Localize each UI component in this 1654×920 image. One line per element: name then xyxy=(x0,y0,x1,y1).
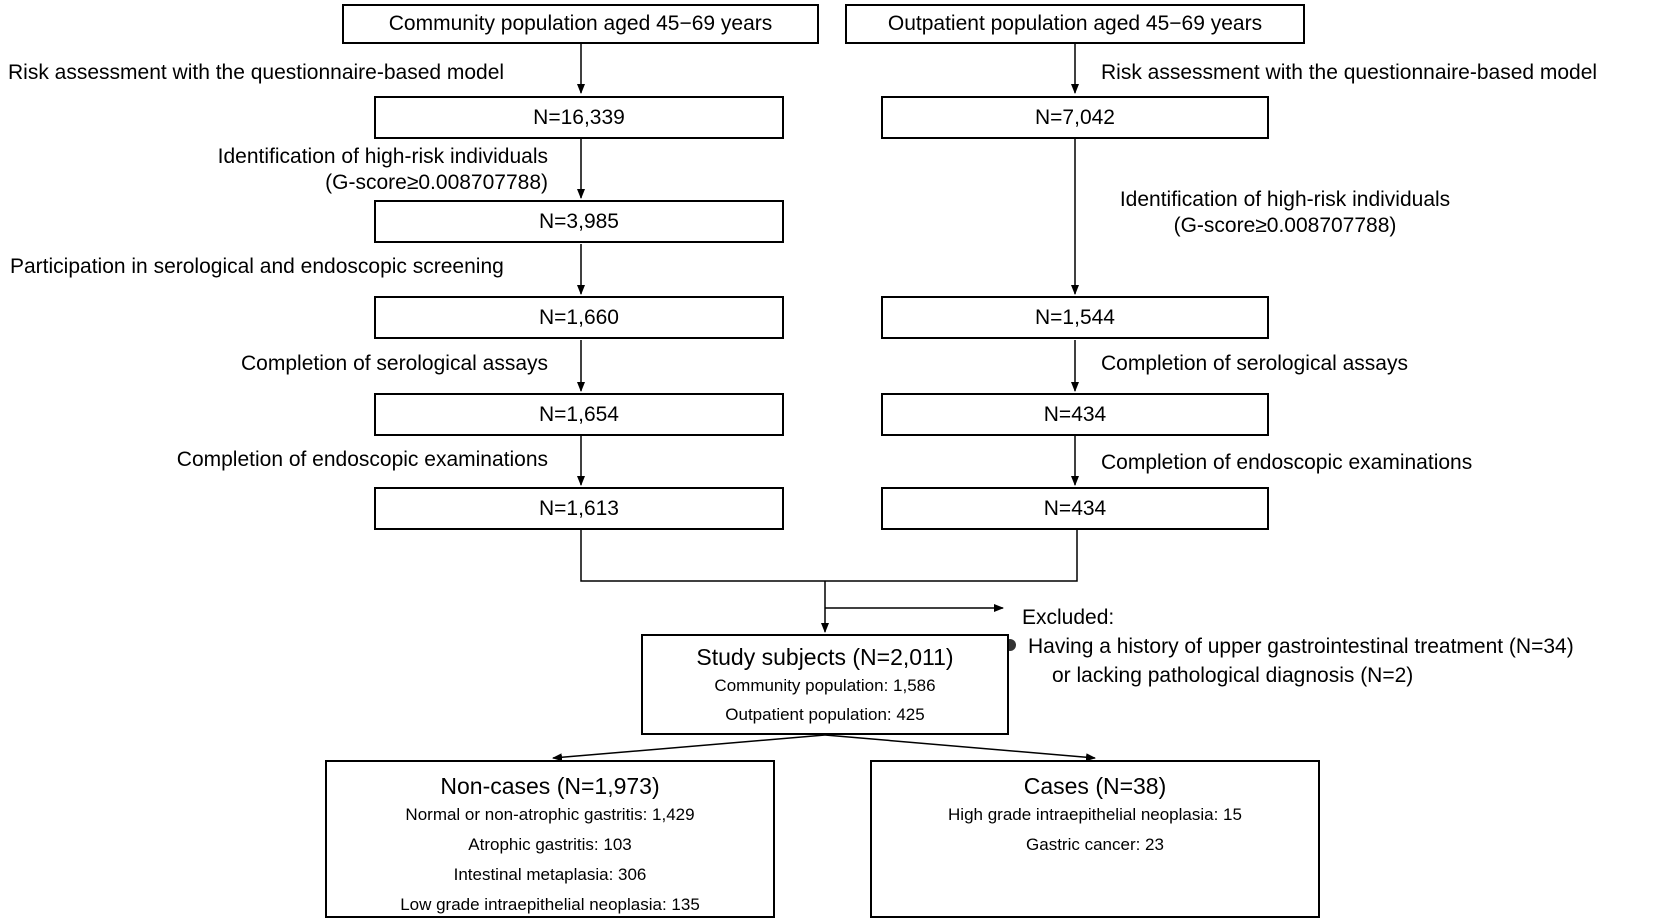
left-n5-value: N=1,613 xyxy=(539,496,619,520)
left-n4-box: N=1,654 xyxy=(374,393,784,436)
left-step3-label: Participation in serological and endosco… xyxy=(10,255,504,278)
study-subjects-box: Study subjects (N=2,011) Community popul… xyxy=(641,634,1009,735)
left-n1-box: N=16,339 xyxy=(374,96,784,139)
right-step2-line1: Identification of high-risk individuals xyxy=(1119,188,1451,211)
excluded-note: Excluded: Having a history of upper gast… xyxy=(1004,603,1574,690)
arrow-to-noncases xyxy=(552,734,826,762)
noncases-box: Non-cases (N=1,973) Normal or non-atroph… xyxy=(325,760,775,918)
excluded-title: Excluded: xyxy=(1022,606,1115,629)
study-community: Community population: 1,586 xyxy=(714,676,936,695)
excluded-line1-text: Having a history of upper gastrointestin… xyxy=(1028,635,1574,658)
right-n1-value: N=7,042 xyxy=(1035,105,1115,129)
right-n2-box: N=1,544 xyxy=(881,296,1269,339)
right-n1-box: N=7,042 xyxy=(881,96,1269,139)
arrow-to-cases xyxy=(824,734,1096,762)
right-step1-label: Risk assessment with the questionnaire-b… xyxy=(1101,61,1598,84)
left-n2-box: N=3,985 xyxy=(374,200,784,243)
study-title: Study subjects (N=2,011) xyxy=(696,644,954,670)
left-n5-box: N=1,613 xyxy=(374,487,784,530)
right-n3-box: N=434 xyxy=(881,393,1269,436)
noncases-item: Intestinal metaplasia: 306 xyxy=(453,865,647,884)
study-outpatient: Outpatient population: 425 xyxy=(725,705,925,724)
cases-item: High grade intraepithelial neoplasia: 15 xyxy=(948,805,1242,824)
right-n2-value: N=1,544 xyxy=(1035,305,1115,329)
cases-item: Gastric cancer: 23 xyxy=(1026,835,1164,854)
noncases-item: Low grade intraepithelial neoplasia: 135 xyxy=(400,895,700,914)
left-n4-value: N=1,654 xyxy=(539,402,619,426)
community-title-box: Community population aged 45−69 years xyxy=(342,4,819,44)
right-step3-label: Completion of serological assays xyxy=(1101,352,1408,375)
left-step2-line2: (G-score≥0.008707788) xyxy=(325,171,548,194)
merge-line xyxy=(580,528,1078,582)
noncases-item: Normal or non-atrophic gastritis: 1,429 xyxy=(405,805,695,824)
left-n3-value: N=1,660 xyxy=(539,305,619,329)
community-title: Community population aged 45−69 years xyxy=(388,12,773,35)
left-n1-value: N=16,339 xyxy=(533,105,625,129)
left-step1-label: Risk assessment with the questionnaire-b… xyxy=(8,61,505,84)
left-step5-label: Completion of endoscopic examinations xyxy=(176,448,548,471)
left-n2-value: N=3,985 xyxy=(539,209,619,233)
excluded-line2: or lacking pathological diagnosis (N=2) xyxy=(1052,664,1414,687)
right-step4-label: Completion of endoscopic examinations xyxy=(1101,451,1473,474)
left-step4-label: Completion of serological assays xyxy=(241,352,548,375)
noncases-title: Non-cases (N=1,973) xyxy=(440,773,660,799)
right-step2-label: Identification of high-risk individuals … xyxy=(1095,187,1475,239)
excluded-line1: Having a history of upper gastrointestin… xyxy=(1004,632,1574,661)
outpatient-title: Outpatient population aged 45−69 years xyxy=(887,12,1263,35)
right-n4-value: N=434 xyxy=(1043,496,1107,520)
noncases-item: Atrophic gastritis: 103 xyxy=(468,835,632,854)
left-step2-line1: Identification of high-risk individuals xyxy=(217,145,548,168)
right-step2-line2: (G-score≥0.008707788) xyxy=(1173,214,1397,237)
right-n3-value: N=434 xyxy=(1043,402,1107,426)
left-n3-box: N=1,660 xyxy=(374,296,784,339)
cases-box: Cases (N=38) High grade intraepithelial … xyxy=(870,760,1320,918)
cases-title: Cases (N=38) xyxy=(1023,773,1167,799)
right-n4-box: N=434 xyxy=(881,487,1269,530)
outpatient-title-box: Outpatient population aged 45−69 years xyxy=(845,4,1305,44)
left-step2-label: Identification of high-risk individuals … xyxy=(60,144,548,196)
